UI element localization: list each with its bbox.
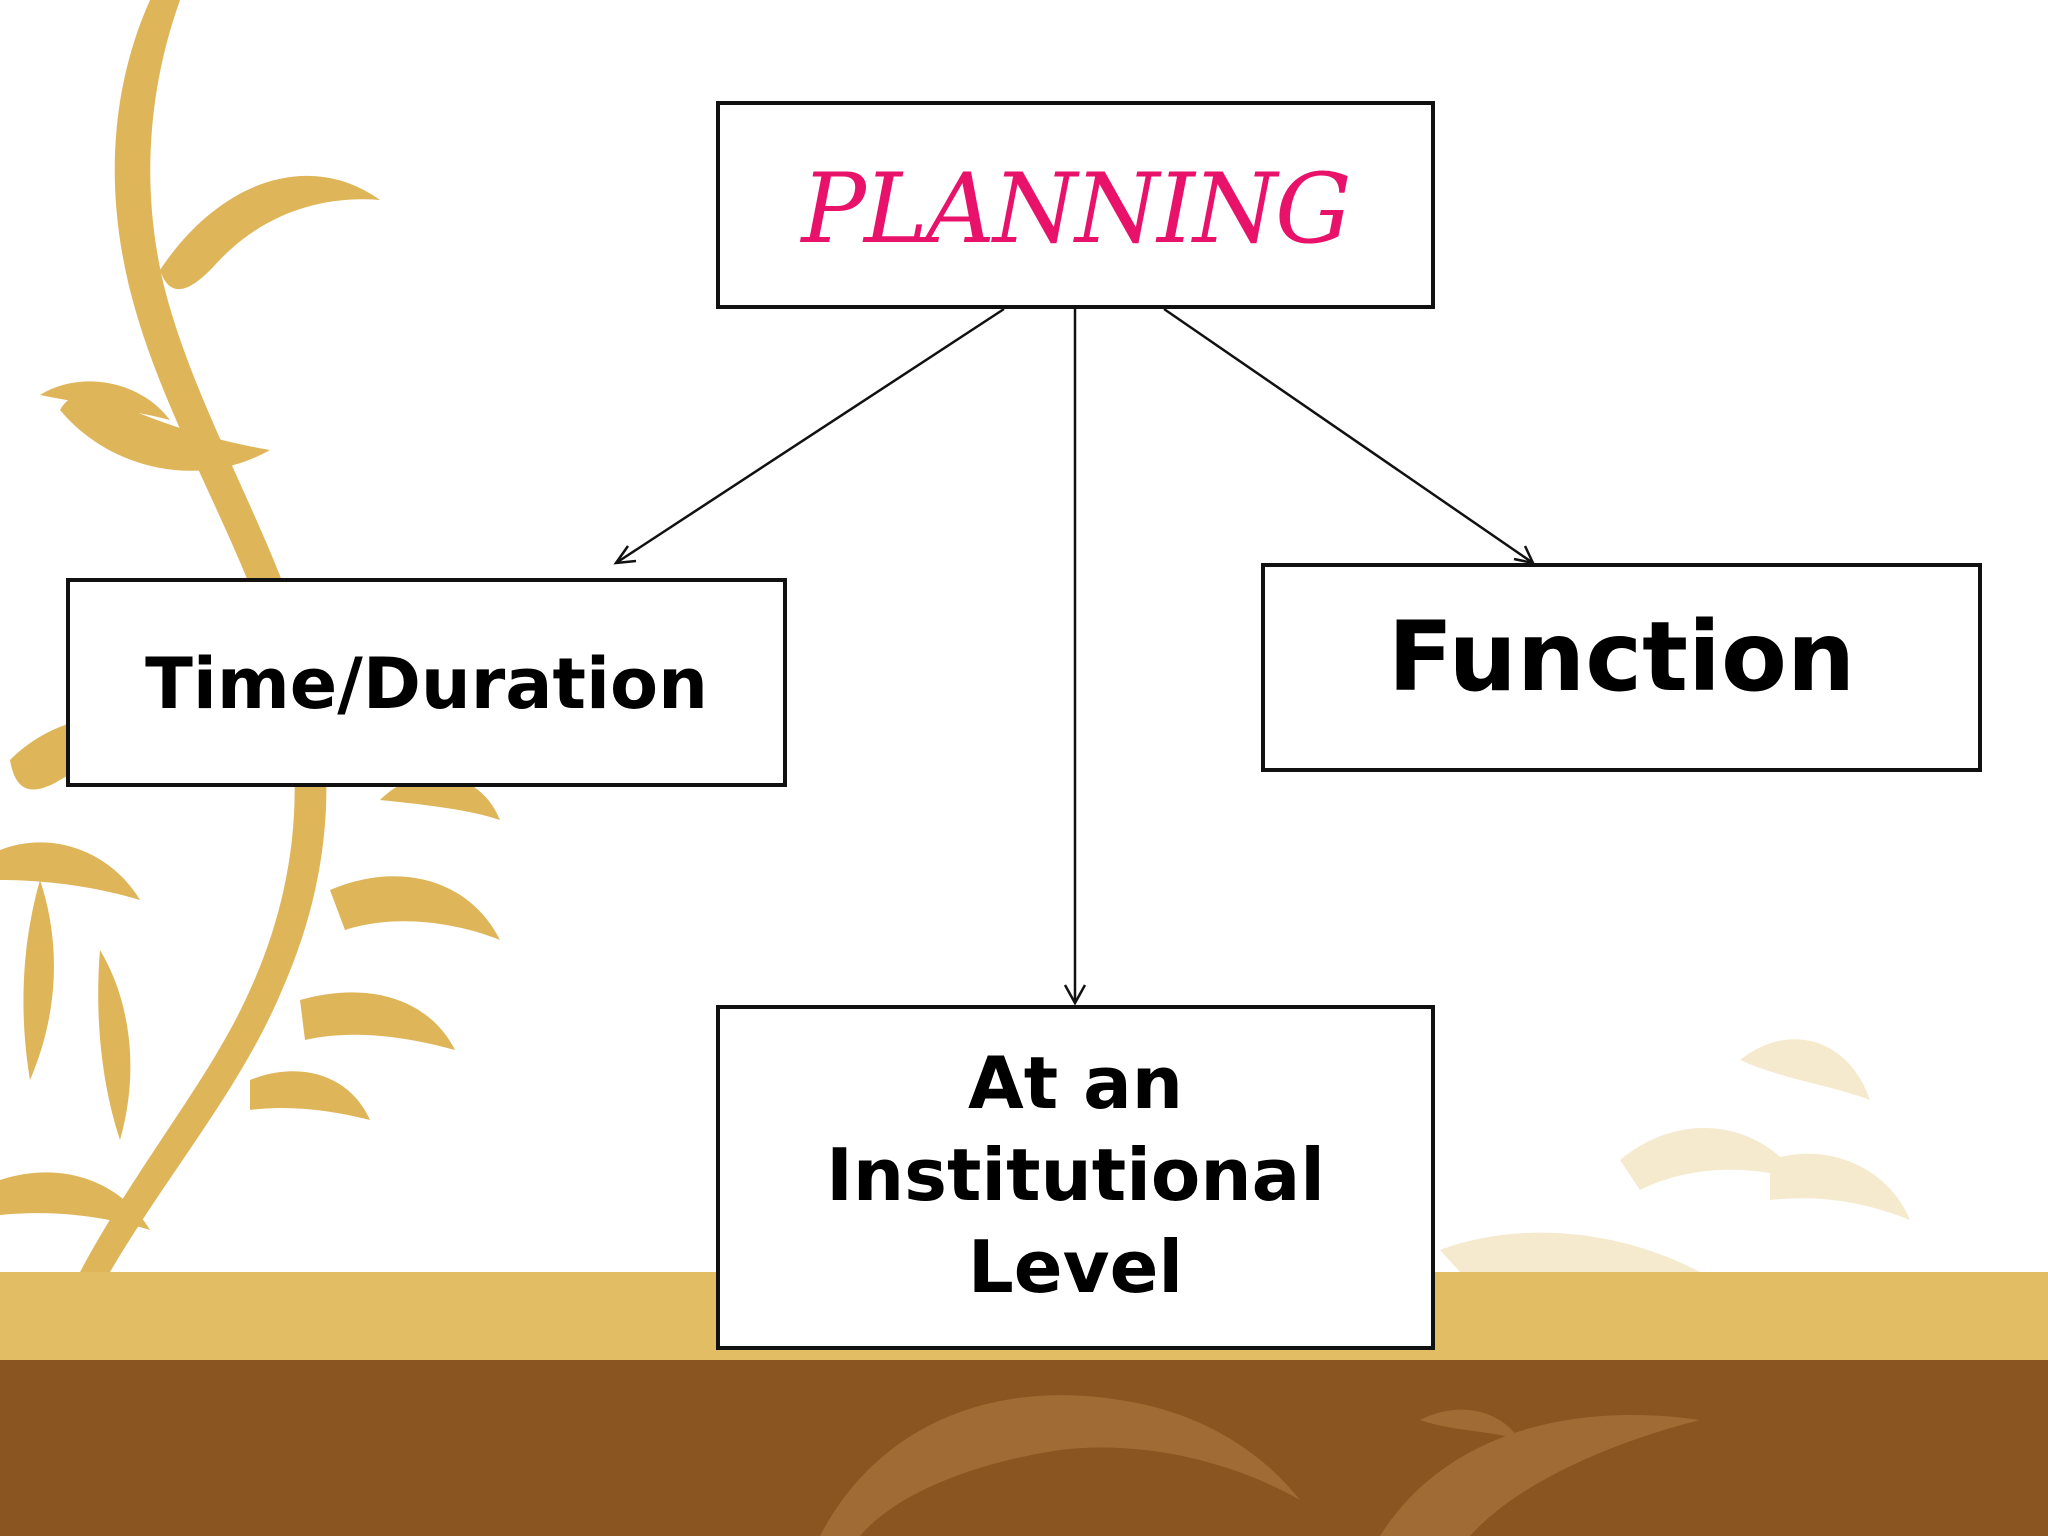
function-label: Function [1387, 600, 1856, 713]
band-swirl [820, 1395, 1700, 1536]
institutional-level-label: At an Institutional Level [826, 1040, 1325, 1309]
planning-label: PLANNING [801, 153, 1351, 265]
time-duration-node: Time/Duration [66, 578, 787, 787]
planning-node: PLANNING [716, 101, 1435, 309]
institutional-level-node: At an Institutional Level [716, 1005, 1435, 1350]
time-duration-label: Time/Duration [145, 643, 708, 726]
brown-band [0, 1360, 2048, 1536]
function-node: Function [1261, 563, 1982, 772]
right-leaves [1440, 1039, 1910, 1272]
